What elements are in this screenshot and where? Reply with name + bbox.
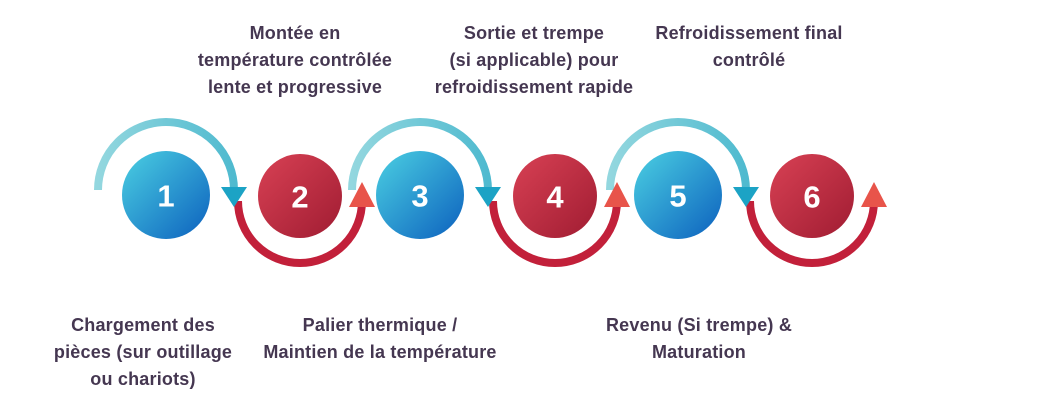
arrow-up-icon xyxy=(861,182,887,207)
step-2-label: Montée en température contrôlée lente et… xyxy=(197,23,393,97)
step-circle xyxy=(770,154,854,238)
top-arc xyxy=(94,118,238,191)
arrow-down-icon xyxy=(475,187,501,207)
step-number: 6 xyxy=(803,180,820,215)
bottom-arc xyxy=(234,200,366,267)
top-arc xyxy=(348,118,492,191)
step-number: 2 xyxy=(291,180,308,215)
step-number: 5 xyxy=(669,179,686,214)
top-arc xyxy=(606,118,750,191)
bottom-arc xyxy=(489,200,621,267)
step-3-label: Palier thermique / Maintien de la tempér… xyxy=(263,315,497,362)
arrow-up-icon xyxy=(349,182,375,207)
step-1-label: Chargement des pièces (sur outillage ou … xyxy=(53,315,233,389)
step-5-label: Revenu (Si trempe) & Maturation xyxy=(605,315,793,362)
step-number: 3 xyxy=(411,179,428,214)
step-6-label: Refroidissement final contrôlé xyxy=(655,23,843,70)
step-4-label: Sortie et trempe (si applicable) pour re… xyxy=(434,23,634,97)
arrow-down-icon xyxy=(221,187,247,207)
step-circle xyxy=(122,151,210,239)
step-number: 1 xyxy=(157,179,174,214)
arrow-up-icon xyxy=(604,182,630,207)
step-circle xyxy=(634,151,722,239)
step-circle xyxy=(513,154,597,238)
arrow-down-icon xyxy=(733,187,759,207)
step-circle xyxy=(258,154,342,238)
bottom-arc xyxy=(746,200,878,267)
step-circle xyxy=(376,151,464,239)
step-number: 4 xyxy=(546,180,564,215)
